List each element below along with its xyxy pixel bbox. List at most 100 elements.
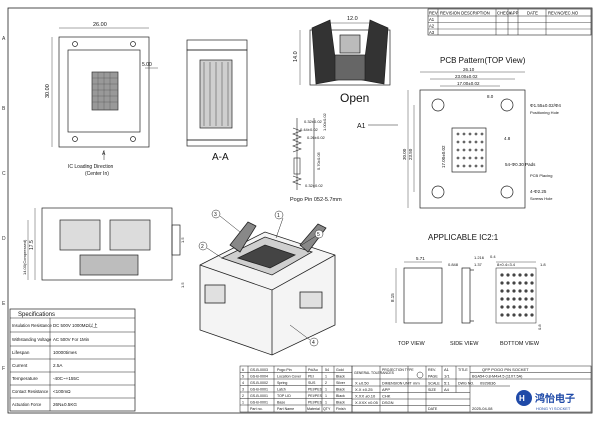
svg-text:PAGE: PAGE xyxy=(428,375,438,379)
svg-text:Black: Black xyxy=(336,401,345,405)
ic-label-top: TOP VIEW xyxy=(398,341,426,347)
ic-bottom-view xyxy=(495,261,537,324)
svg-text:Finish: Finish xyxy=(336,407,346,411)
pcb-dim-6: 23.50 xyxy=(408,148,413,160)
front-mid-dim: 14.00(Compressed) xyxy=(22,239,27,275)
svg-text:1/1: 1/1 xyxy=(444,374,450,379)
pogo-dim-2: 0.44±0.02 xyxy=(300,127,319,132)
bom-table xyxy=(239,365,353,413)
pcb-note-2: Positioning Hole xyxy=(530,110,560,115)
spec-value-temperature: -40C~+155C xyxy=(53,376,80,381)
front-side-dim-2: 1.5 xyxy=(180,282,185,288)
svg-text:E: E xyxy=(2,301,6,307)
rev-row-a1: A1 xyxy=(429,17,435,22)
company-name-cn: 鸿怡电子 xyxy=(535,392,575,405)
svg-text:TOP LID: TOP LID xyxy=(277,394,291,398)
pcb-pattern-view xyxy=(407,71,526,209)
svg-text:0929636: 0929636 xyxy=(480,381,496,386)
svg-text:Material: Material xyxy=(307,407,320,411)
rev-header-ecno: REV.NO/EC.NO xyxy=(548,11,579,16)
ic-side-dim-3: 1.37 xyxy=(474,262,483,267)
specs-title: Specifications xyxy=(18,312,55,318)
pogo-pin-view xyxy=(292,118,315,190)
svg-text:REV.: REV. xyxy=(428,368,436,372)
specs-table xyxy=(9,308,136,412)
svg-text:1: 1 xyxy=(242,401,244,405)
spec-value-contact: <100mΩ xyxy=(53,389,71,394)
title-block xyxy=(351,365,592,413)
ic-label-bottom: BOTTOM VIEW xyxy=(500,341,540,347)
rev-header-desc: REVISION DESCRIPTION xyxy=(440,11,490,16)
pogo-side-dim-1: 5.70±0.05 xyxy=(316,151,321,170)
svg-text:SUS: SUS xyxy=(308,381,316,385)
svg-text:H: H xyxy=(519,394,525,403)
pcb-dim-7: 17.00±0.02 xyxy=(441,145,446,168)
svg-text:GENERAL TOLERANCES: GENERAL TOLERANCES xyxy=(354,371,395,375)
pcb-note-1: Φ1.55±0.02/Φ4 xyxy=(530,103,561,108)
pogo-dim-3: 0.26±0.02 xyxy=(307,135,326,140)
callout-3: 3 xyxy=(214,212,217,218)
ic-top-dim-2: 8.15 xyxy=(390,293,395,302)
pcb-note-5: 4-Φ2.25 xyxy=(530,189,547,194)
svg-text:GS-B-0001: GS-B-0001 xyxy=(250,388,268,392)
rev-header-app: APP xyxy=(510,11,519,16)
pogo-caption: Pogo Pin 052-5.7mm xyxy=(290,197,342,203)
ic-top-view xyxy=(395,261,443,324)
svg-text:A1: A1 xyxy=(444,367,450,372)
ic-top-dim-1: 5.71 xyxy=(416,256,425,261)
svg-text:A: A xyxy=(2,36,6,42)
svg-text:6: 6 xyxy=(242,368,244,372)
svg-text:X.X ±0.25: X.X ±0.25 xyxy=(355,387,373,392)
spec-label-actuation: Actuation Force xyxy=(12,402,42,407)
svg-text:Part Name: Part Name xyxy=(277,407,294,411)
rev-header-rev: REV xyxy=(429,11,438,16)
svg-text:1: 1 xyxy=(325,388,327,392)
pcb-note-6: Screws Hole xyxy=(530,196,553,201)
ic-side-view xyxy=(461,267,474,324)
svg-text:2: 2 xyxy=(325,381,327,385)
pcb-title: PCB Pattern(TOP View) xyxy=(440,56,526,65)
svg-text:5:1: 5:1 xyxy=(444,381,450,386)
svg-text:QFP POGO PIN SOCKET: QFP POGO PIN SOCKET xyxy=(482,367,529,372)
svg-text:X.XX ±0.10: X.XX ±0.10 xyxy=(355,394,376,399)
svg-text:PEI/PES: PEI/PES xyxy=(308,394,323,398)
svg-text:A4: A4 xyxy=(444,387,450,392)
pcb-dim-4: 8.0 xyxy=(487,94,494,99)
svg-text:2: 2 xyxy=(242,394,244,398)
spec-label-temperature: Temperature xyxy=(12,376,38,381)
spec-label-contact: Contact Resistance xyxy=(12,389,49,394)
svg-text:DSGN: DSGN xyxy=(382,400,394,405)
spec-value-withstanding: AC 500V For 1Min xyxy=(53,337,90,342)
callout-2: 2 xyxy=(201,244,204,250)
svg-text:D: D xyxy=(2,236,6,242)
svg-text:Black: Black xyxy=(336,388,345,392)
svg-text:2025-04-08: 2025-04-08 xyxy=(472,406,493,411)
svg-text:BGA54-0.8-M4x4.5 (11X7.5A): BGA54-0.8-M4x4.5 (11X7.5A) xyxy=(472,375,523,379)
svg-text:3: 3 xyxy=(242,388,244,392)
pcb-note-3: 54-Φ0.30 Pads xyxy=(505,162,536,167)
ic-label-side: SIDE VIEW xyxy=(450,341,479,347)
pogo-side-dim-2: 1.00±0.02 xyxy=(322,112,327,131)
spec-label-withstanding: Withstanding Voltage xyxy=(12,337,52,342)
spec-label-insulation: Insulation Resistance xyxy=(12,323,52,328)
svg-text:GS-B-0003: GS-B-0003 xyxy=(250,368,268,372)
section-aa-label: A-A xyxy=(212,152,229,163)
svg-text:X ±0.50: X ±0.50 xyxy=(355,381,370,386)
rev-header-check: CHECK xyxy=(497,11,512,16)
top-view xyxy=(51,27,158,148)
title-block-text: GENERAL TOLERANCES X ±0.50 X.X ±0.25 X.X… xyxy=(354,367,529,411)
spec-value-lifespan: 10000times xyxy=(53,350,77,355)
svg-text:Silver: Silver xyxy=(336,381,346,385)
projection-symbol xyxy=(416,371,424,379)
svg-text:Base: Base xyxy=(277,401,285,405)
svg-text:Pogo Pin: Pogo Pin xyxy=(277,368,292,372)
isometric-view xyxy=(199,221,336,356)
spec-label-current: Current xyxy=(12,363,28,368)
svg-text:PEI: PEI xyxy=(308,375,314,379)
ic-direction-line2: (Center In) xyxy=(85,171,109,177)
ic-side-dim-1: 0.848 xyxy=(448,262,459,267)
spec-value-insulation: DC 500V 1000MΩ以上 xyxy=(53,322,98,328)
svg-text:CHK: CHK xyxy=(382,394,391,399)
